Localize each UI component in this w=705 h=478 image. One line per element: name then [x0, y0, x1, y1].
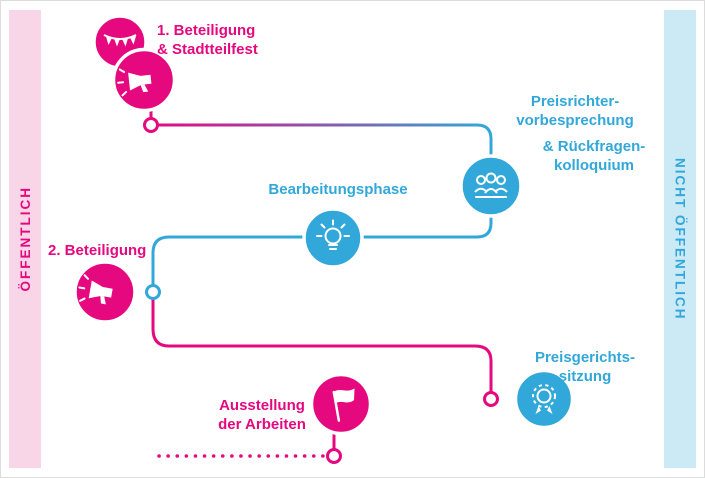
not-public-band: NICHT ÖFFENTLICH	[664, 10, 696, 468]
label-ausstellung: Ausstellung der Arbeiten	[187, 396, 337, 434]
lightbulb-icon	[316, 219, 350, 250]
label-line: Preisgerichts-	[534, 349, 636, 366]
megaphone-icon	[78, 274, 113, 305]
not-public-band-label: NICHT ÖFFENTLICH	[672, 157, 688, 321]
label-bearbeitungsphase: Bearbeitungsphase	[258, 180, 418, 199]
label-preisrichter-vorbesprechung: Preisrichter- vorbesprechung	[499, 92, 651, 130]
node-bearbeitung	[302, 207, 364, 269]
label-line: Bearbeitungsphase	[268, 181, 408, 198]
label-line: 1. Beteiligung	[157, 22, 256, 39]
node-jury	[459, 154, 523, 218]
label-line: vorbesprechung	[516, 112, 634, 129]
label-line: & Stadtteilfest	[157, 41, 258, 58]
waypoint-1	[143, 117, 159, 133]
medal-icon	[532, 384, 556, 414]
label-beteiligung-1: 1. Beteiligung & Stadtteilfest	[157, 21, 258, 59]
label-line: Ausstellung	[219, 397, 305, 414]
label-line: der Arbeiten	[218, 416, 306, 433]
waypoint-4	[326, 448, 342, 464]
connector-lower	[151, 299, 493, 392]
label-line: & Rückfragen-	[542, 138, 646, 155]
waypoint-3	[483, 391, 499, 407]
label-line: kolloquium	[554, 157, 634, 174]
node-ausstellung	[309, 372, 373, 436]
label-line: 2. Beteiligung	[48, 242, 147, 259]
jury-icon	[474, 172, 508, 198]
label-rueckfragenkolloquium: & Rückfragen- kolloquium	[529, 137, 659, 175]
label-preisgerichtssitzung: Preisgerichts- sitzung	[510, 348, 660, 386]
megaphone-icon	[117, 68, 152, 97]
flag-icon	[332, 388, 355, 422]
connector-top	[158, 123, 493, 187]
label-line: sitzung	[558, 368, 612, 385]
label-beteiligung-2: 2. Beteiligung	[48, 241, 146, 260]
waypoint-2	[145, 284, 161, 300]
bunting-icon	[103, 34, 137, 47]
node-preisgericht	[513, 368, 575, 430]
public-band: ÖFFENTLICH	[9, 10, 41, 468]
label-line: Preisrichter-	[530, 93, 620, 110]
